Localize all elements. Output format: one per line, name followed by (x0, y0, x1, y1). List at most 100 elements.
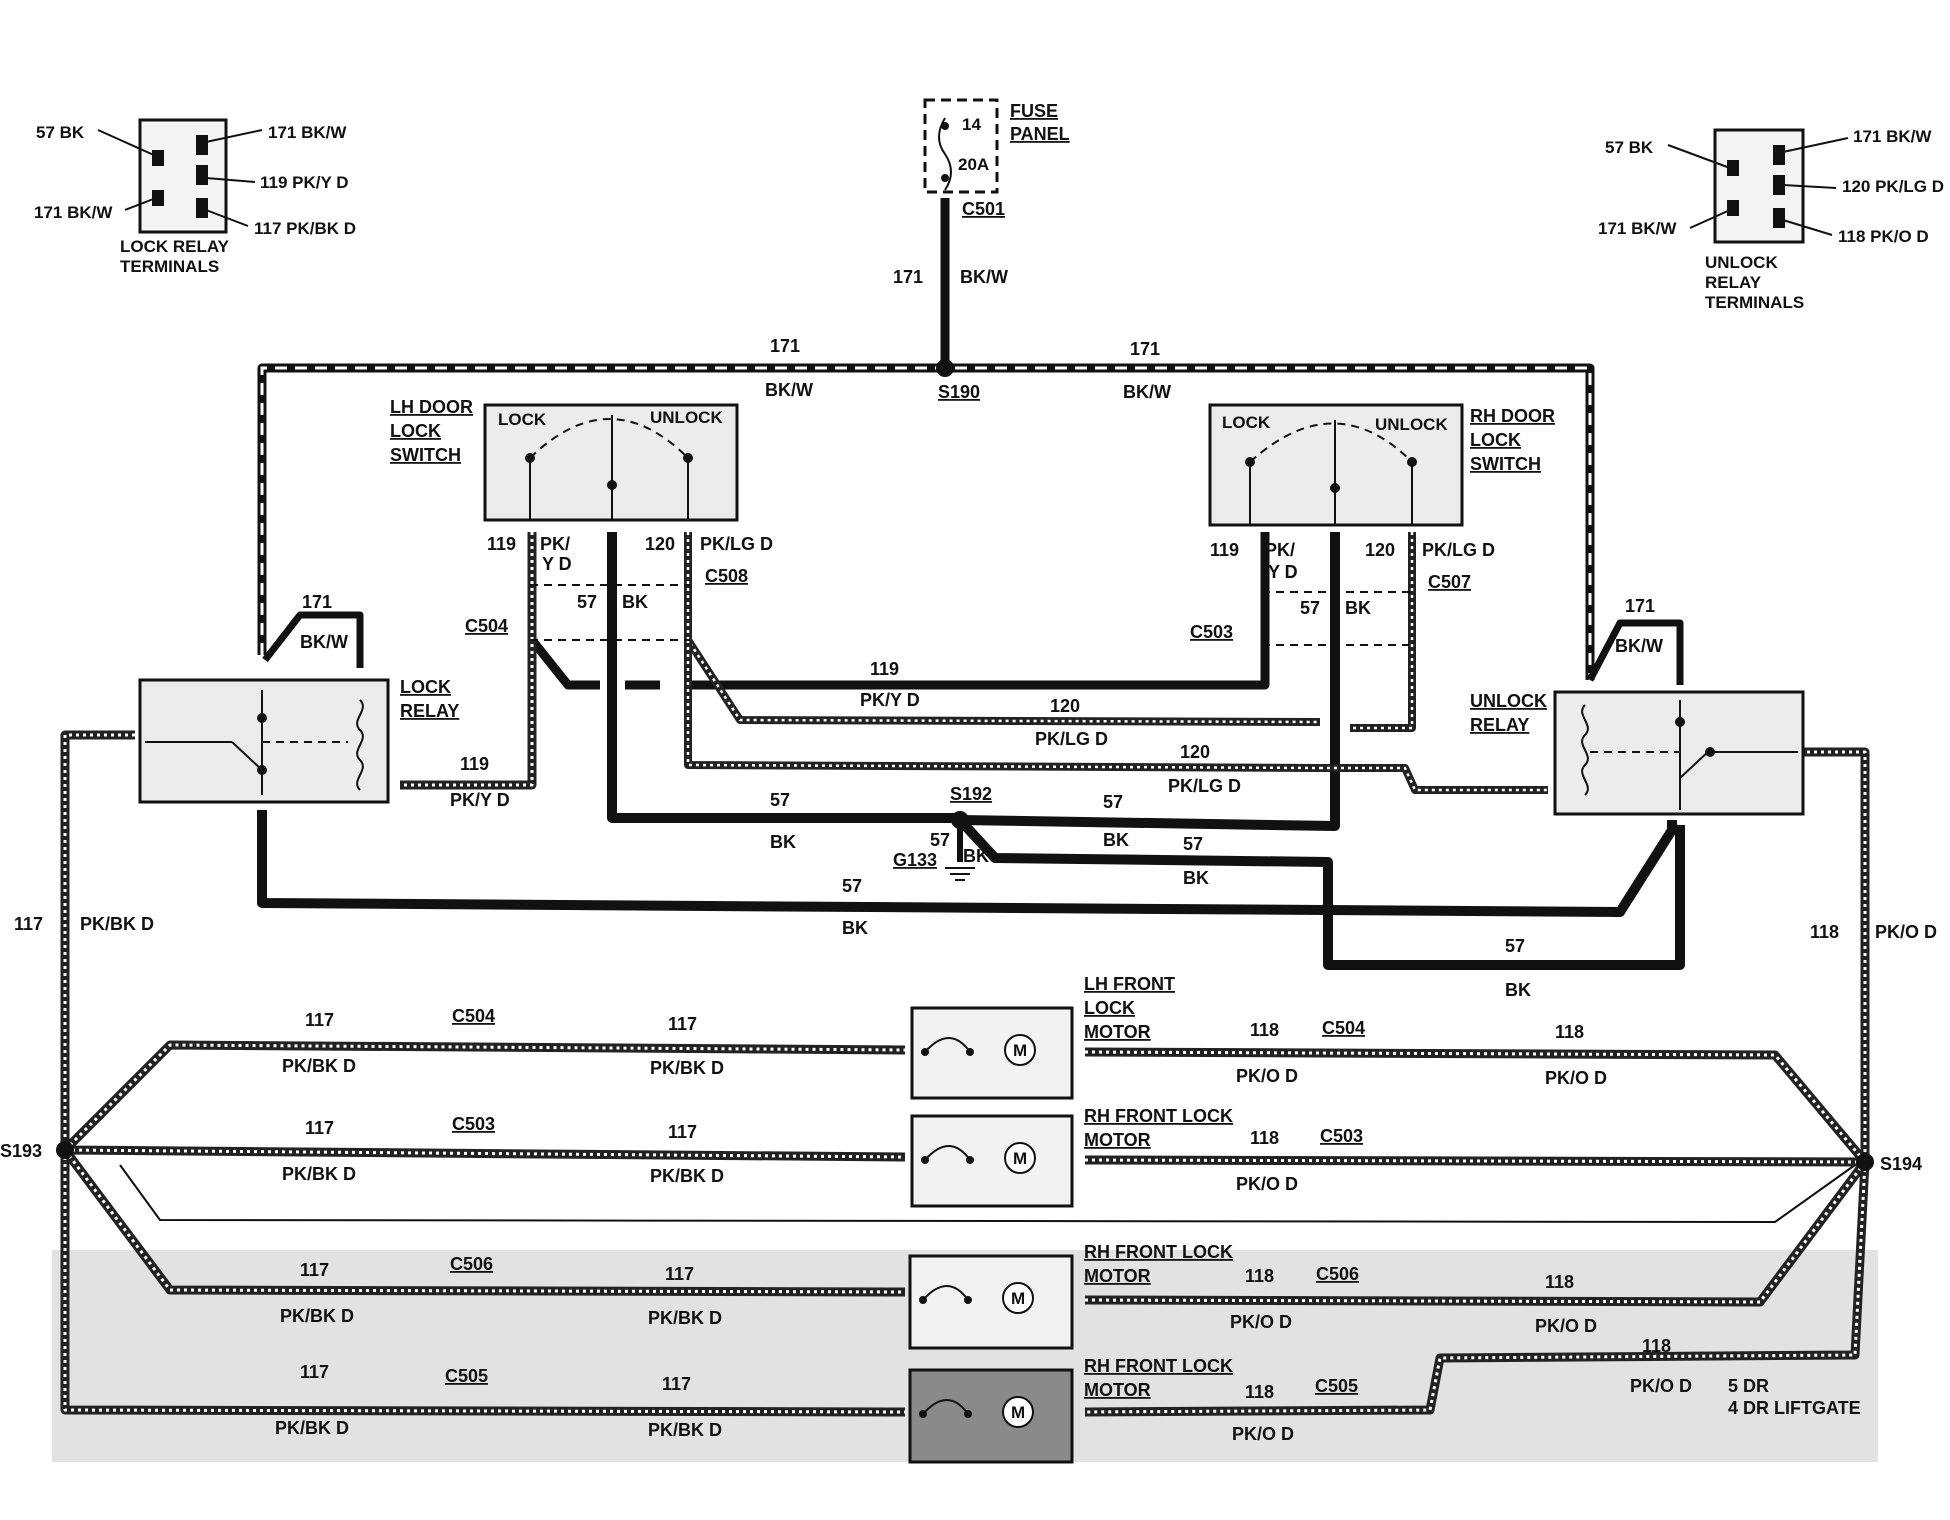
connector-c501: C501 (962, 199, 1005, 219)
wire-57-color-g133: BK (963, 846, 989, 866)
wire-57-color-lh: BK (622, 592, 648, 612)
wire-120-label-mid-2: 120 (1180, 742, 1210, 762)
row4-117-right-color: PK/BK D (648, 1420, 722, 1440)
row1-connector-c504-r: C504 (1322, 1018, 1365, 1038)
wire-120-label-mid-1: 120 (1050, 696, 1080, 716)
unlock-relay-terminals-title-3: TERMINALS (1705, 293, 1804, 312)
row2-117-right-label: 117 (668, 1122, 697, 1142)
lh-switch-label-2: LOCK (390, 421, 441, 441)
row2-connector-c503: C503 (452, 1114, 495, 1134)
fuse-number: 14 (962, 115, 981, 134)
rh-front-lock-motor-2: M RH FRONT LOCK MOTOR (908, 1242, 1233, 1350)
wire-171-bus (257, 198, 1684, 685)
lh-switch-label-3: SWITCH (390, 445, 461, 465)
row4-118-right-label: 118 (1642, 1336, 1671, 1356)
wire-119-color-lh-1: PK/ (540, 534, 570, 554)
wire-119-color-rh-1: PK/ (1265, 540, 1295, 560)
rh-switch-unlock: UNLOCK (1375, 415, 1448, 434)
lock-relay-terminals-title: LOCK RELAY (120, 237, 230, 256)
lock-relay-label-2: RELAY (400, 701, 459, 721)
unlock-relay-pin-171-left: 171 BK/W (1598, 219, 1677, 238)
unlock-relay-pin-118: 118 PK/O D (1838, 227, 1929, 246)
wire-117-color-vertical: PK/BK D (80, 914, 154, 934)
wire-120 (684, 532, 1548, 794)
row4-connector-c505: C505 (445, 1366, 488, 1386)
rh-switch-label-2: LOCK (1470, 430, 1521, 450)
wire-119-color-rh-2: Y D (1268, 562, 1298, 582)
row1-connector-c504: C504 (452, 1006, 495, 1026)
rh-front-lock-motor-3: M RH FRONT LOCK MOTOR (908, 1356, 1233, 1464)
wire-119-color-lock-relay: PK/Y D (450, 790, 510, 810)
wire-120-color-mid-2: PK/LG D (1168, 776, 1241, 796)
wire-171-color-unlock-relay: BK/W (1615, 636, 1663, 656)
wire-120-label-rh: 120 (1365, 540, 1395, 560)
splice-s190-node (936, 359, 954, 377)
unlock-relay-pin-171-right: 171 BK/W (1853, 127, 1932, 146)
row2-connector-c503-r: C503 (1320, 1126, 1363, 1146)
row4-118-right-color: PK/O D (1630, 1376, 1692, 1396)
unlock-relay-terminals-diagram: 57 BK 171 BK/W 171 BK/W 120 PK/LG D 118 … (1598, 127, 1944, 312)
connector-c504-label-top: C504 (465, 616, 508, 636)
wire-119-color-lh-2: Y D (542, 554, 572, 574)
lock-relay-pin-57: 57 BK (36, 123, 85, 142)
wire-171-label-lock-relay: 171 (302, 592, 332, 612)
wire-171-color-lock-relay: BK/W (300, 632, 348, 652)
wire-120-color-mid-1: PK/LG D (1035, 729, 1108, 749)
liftgate-note-line-2: 4 DR LIFTGATE (1728, 1398, 1861, 1418)
ground-g133-label: G133 (893, 850, 937, 870)
lh-switch-lock: LOCK (498, 410, 547, 429)
wire-119-label-lh: 119 (487, 534, 516, 554)
lh-front-lock-motor: M LH FRONT LOCK MOTOR (910, 974, 1175, 1100)
rh-switch-label-1: RH DOOR (1470, 406, 1555, 426)
wire-120-color-lh: PK/LG D (700, 534, 773, 554)
splice-s192-label: S192 (950, 784, 992, 804)
wire-57-color-rh: BK (1345, 598, 1371, 618)
row4-118-left-color: PK/O D (1232, 1424, 1294, 1444)
wire-57-ground (257, 532, 1685, 970)
wire-171-color-right: BK/W (1123, 382, 1171, 402)
wire-118-label-vertical: 118 (1810, 922, 1839, 942)
wire-57-color-g3: BK (1183, 868, 1209, 888)
row3-118-left-label: 118 (1245, 1266, 1274, 1286)
wire-171-label-unlock-relay: 171 (1625, 596, 1655, 616)
rh-switch-label-3: SWITCH (1470, 454, 1541, 474)
wire-57-label-lh: 57 (577, 592, 597, 612)
motor-3-label-1: RH FRONT LOCK (1084, 1242, 1233, 1262)
motor-1-label-2: LOCK (1084, 998, 1135, 1018)
wire-57-label-g3: 57 (1183, 834, 1203, 854)
row2-118-left-color: PK/O D (1236, 1174, 1298, 1194)
row3-117-right-label: 117 (665, 1264, 694, 1284)
wire-57-color-g2: BK (1103, 830, 1129, 850)
unlock-relay-label-2: RELAY (1470, 715, 1529, 735)
row1-117-left-color: PK/BK D (282, 1056, 356, 1076)
wire-171-color-top: BK/W (960, 267, 1008, 287)
row3-connector-c506: C506 (450, 1254, 493, 1274)
row3-connector-c506-r: C506 (1316, 1264, 1359, 1284)
splice-s194-node (1856, 1153, 1874, 1171)
wire-57-label-g5: 57 (1505, 936, 1525, 956)
row4-117-right-label: 117 (662, 1374, 691, 1394)
motor-1-label-3: MOTOR (1084, 1022, 1151, 1042)
fuse-panel: 14 20A FUSE PANEL C501 (923, 98, 1070, 219)
lock-relay-pin-171-left: 171 BK/W (34, 203, 113, 222)
row1-118-right-color: PK/O D (1545, 1068, 1607, 1088)
lh-switch-label-1: LH DOOR (390, 397, 473, 417)
motor-4-label-1: RH FRONT LOCK (1084, 1356, 1233, 1376)
motor-1-label-1: LH FRONT (1084, 974, 1175, 994)
row2-117-left-color: PK/BK D (282, 1164, 356, 1184)
wire-57-color-g5: BK (1505, 980, 1531, 1000)
row3-117-left-color: PK/BK D (280, 1306, 354, 1326)
wire-117 (60, 730, 1856, 1417)
row3-118-right-color: PK/O D (1535, 1316, 1597, 1336)
motor-4-symbol: M (1011, 1403, 1025, 1422)
row3-117-left-label: 117 (300, 1260, 329, 1280)
row1-117-right-label: 117 (668, 1014, 697, 1034)
liftgate-note-line-1: 5 DR (1728, 1376, 1769, 1396)
motor-3-symbol: M (1011, 1289, 1025, 1308)
fuse-panel-label-2: PANEL (1010, 124, 1070, 144)
row3-118-left-color: PK/O D (1230, 1312, 1292, 1332)
splice-s193-node (56, 1141, 74, 1159)
lock-relay-pin-171-right: 171 BK/W (268, 123, 347, 142)
wire-119-color-mid: PK/Y D (860, 690, 920, 710)
splice-s193-label: S193 (0, 1141, 42, 1161)
